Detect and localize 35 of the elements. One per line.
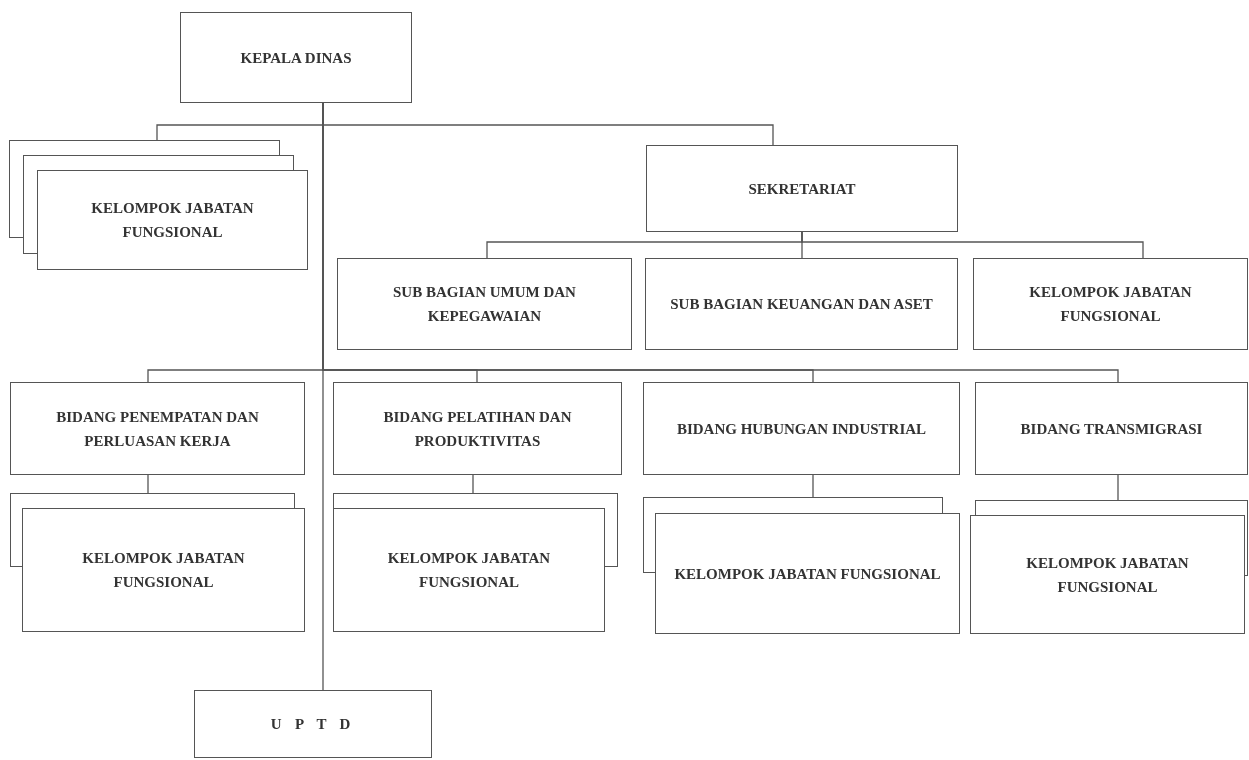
org-box: [10, 382, 305, 475]
box-label: U P T D: [270, 715, 356, 734]
box-label: KELOMPOK JABATAN FUNGSIONAL: [386, 549, 552, 592]
stacked-box: [970, 500, 1248, 634]
connector-line: [1117, 474, 1119, 501]
box-label: BIDANG HUBUNGAN INDUSTRIAL: [676, 419, 927, 439]
stacked-box: [333, 493, 618, 632]
box-label: BIDANG PELATIHAN DAN PRODUKTIVITAS: [382, 407, 573, 451]
box-label: SEKRETARIAT: [748, 179, 856, 199]
box-label: KELOMPOK JABATAN FUNGSIONAL: [81, 549, 246, 592]
stacked-box: [10, 493, 305, 632]
org-box: [180, 12, 412, 103]
connector-line: [472, 474, 474, 494]
connector-line: [812, 474, 814, 498]
box-label: KELOMPOK JABATAN FUNGSIONAL: [1025, 553, 1190, 597]
org-box: [194, 690, 432, 758]
stacked-box: [9, 140, 308, 270]
box-label: SUB BAGIAN UMUM DAN KEPEGAWAIAN: [392, 283, 577, 326]
box-label: BIDANG PENEMPATAN DAN PERLUASAN KERJA: [55, 407, 260, 451]
box-label: SUB BAGIAN KEUANGAN DAN ASET: [670, 295, 933, 314]
org-box: [337, 258, 632, 350]
connector-line: [147, 474, 149, 494]
org-box: [973, 258, 1248, 350]
connector-line: [801, 231, 1144, 259]
box-label: KELOMPOK JABATAN FUNGSIONAL: [1028, 283, 1193, 326]
org-box: [645, 258, 958, 350]
box-label: KELOMPOK JABATAN FUNGSIONAL: [674, 564, 941, 584]
stacked-box: [643, 497, 960, 634]
org-box: [975, 382, 1248, 475]
org-box: [643, 382, 960, 475]
box-label: KEPALA DINAS: [240, 48, 352, 68]
box-label: BIDANG TRANSMIGRASI: [1020, 419, 1203, 439]
org-box: [646, 145, 958, 232]
org-box: [333, 382, 622, 475]
box-label: KELOMPOK JABATAN FUNGSIONAL: [90, 199, 255, 242]
